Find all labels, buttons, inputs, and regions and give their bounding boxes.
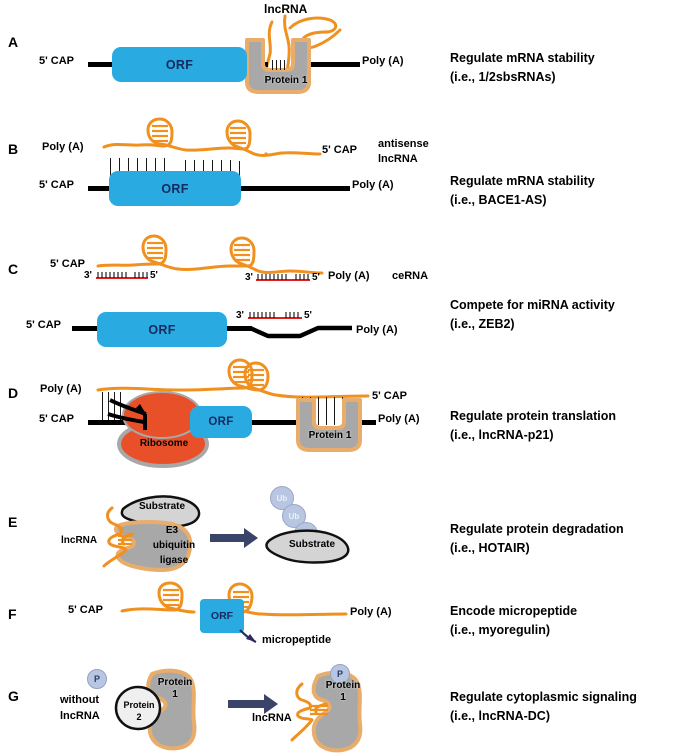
panel-letter-c: C [8,261,19,277]
cerna-strand-c [96,234,324,275]
binding-hatch [280,60,282,70]
antisense-lncrna-strand-b [102,117,322,157]
micropeptide-pointer-f [239,629,257,643]
mrna-backbone-d-right [356,420,376,425]
panel-description-c: Compete for miRNA activity (i.e., ZEB2) [450,298,615,331]
label-ligase-e: ligase [159,555,189,566]
panel-f: F ORF 5' CAP Poly (A) micropeptide Encod… [0,581,681,660]
label-polya-f: Poly (A) [350,606,392,618]
panel-g: G P Protein 1 Protein 2 without lncRNA [0,658,681,756]
label-protein2-g: Protein [123,700,155,710]
label-substrate-product-e: Substrate [288,539,336,550]
label-cerna-c: ceRNA [392,270,429,282]
mirna-duplex-2-c [256,274,310,281]
label-ribosome-d: Ribosome [139,438,189,449]
label-5cap-c: 5' CAP [26,319,62,331]
label-5cap-d: 5' CAP [39,413,75,425]
panel-description-b: Regulate mRNA stability (i.e., BACE1-AS) [450,174,595,207]
label-5prime-1-c: 5' [150,270,158,281]
mirna-duplex-1-c [96,272,148,279]
binding-hatch [284,60,286,70]
label-protein1-d: Protein 1 [308,430,352,441]
panel-e: E Substrate lncRNA E3 ubiquitin ligase [0,478,681,583]
label-polya-b: Poly (A) [352,179,394,191]
panel-a: A lncRNA Protein 1 ORF 5' CAP Poly (A) R [0,0,681,110]
panel-letter-g: G [8,688,19,704]
label-5cap-top-d: 5' CAP [372,390,408,402]
label-polya-top-b: Poly (A) [42,141,84,153]
label-lncrna-a: lncRNA [264,2,308,16]
label-ubiquitin-e: ubiquitin [152,540,196,551]
binding-hatch [272,60,274,70]
protein1-shape-d [296,398,362,452]
panel-letter-a: A [8,34,19,50]
mrna-backbone-d-mid [240,420,312,425]
label-protein1-a: Protein 1 [264,75,308,86]
label-protein1-g-left: Protein [157,677,193,688]
label-5cap-top-b: 5' CAP [322,144,358,156]
label-protein2-num-g: 2 [136,712,142,722]
phospho-circle-g-right: P [330,664,350,684]
protein1-shape-g-right [290,670,363,753]
orf-box-c: ORF [97,312,227,347]
orf-box-b: ORF [109,171,241,206]
label-3prime-3-c: 3' [236,310,244,321]
label-e3-e: E3 [165,525,179,536]
panel-letter-d: D [8,385,19,401]
mirna-duplex-3-c [248,312,302,319]
label-protein1-num-g-left: 1 [172,689,178,700]
label-without-g: without [60,694,100,706]
panel-description-f: Encode micropeptide (i.e., myoregulin) [450,604,578,637]
label-micropeptide-f: micropeptide [262,634,332,646]
transition-arrow-g [228,694,278,714]
label-polya-d: Poly (A) [378,413,420,425]
label-protein1-num-g-right: 1 [340,692,346,703]
inhibition-arrows-d [107,398,147,430]
mrna-backbone-a-right [292,62,360,67]
label-lncrna-right-g: lncRNA [252,712,292,724]
label-5cap-b: 5' CAP [39,179,75,191]
label-polya-top-c: Poly (A) [328,270,370,282]
phospho-circle-g-left: P [87,669,107,689]
label-3prime-2-c: 3' [245,272,253,283]
label-5cap-a: 5' CAP [39,55,75,67]
label-antisense-lncrna-b: antisense lncRNA [378,138,429,165]
panel-letter-b: B [8,141,19,157]
label-substrate-e: Substrate [138,501,186,512]
label-protein1-g-right: Protein [325,680,361,691]
panel-description-g: Regulate cytoplasmic signaling (i.e., ln… [450,690,637,723]
panel-description-d: Regulate protein translation (i.e., lncR… [450,409,616,442]
binding-hatch [276,60,278,70]
orf-box-d: ORF [190,406,252,438]
label-polya-c: Poly (A) [356,324,398,336]
mrna-backbone-b-right [240,186,350,191]
mrna-backbone-c-dip [249,325,352,339]
label-5prime-3-c: 5' [304,310,312,321]
lncrna-strand-e [102,506,134,568]
transition-arrow-e [210,528,258,548]
panel-c: C 5' CAP 3' [0,228,681,350]
label-3prime-1-c: 3' [84,270,92,281]
substrate-product-shape-e [265,529,350,564]
label-5cap-top-c: 5' CAP [50,258,86,270]
label-polya-top-d: Poly (A) [40,383,82,395]
panel-description-e: Regulate protein degradation (i.e., HOTA… [450,522,624,555]
orf-box-f: ORF [200,599,244,633]
protein1-shape-g-left [114,668,197,751]
panel-letter-e: E [8,514,18,530]
label-polya-a: Poly (A) [362,55,404,67]
label-5prime-2-c: 5' [312,272,320,283]
panel-b: B Poly (A) 5' CAP antisense lncRNA [0,110,681,225]
lncrna-strand-d [96,358,370,399]
panel-letter-f: F [8,606,17,622]
panel-d: D Poly (A) 5' CAP [0,352,681,474]
panel-description-a: Regulate mRNA stability (i.e., 1/2sbsRNA… [450,51,595,84]
label-lncrna-left-g: lncRNA [60,710,100,722]
e3-ligase-shape-e [113,495,201,572]
orf-box-a: ORF [112,47,247,82]
label-lncrna-e: lncRNA [61,535,98,546]
label-5cap-f: 5' CAP [68,604,104,616]
protein1-shape-a [245,38,311,94]
